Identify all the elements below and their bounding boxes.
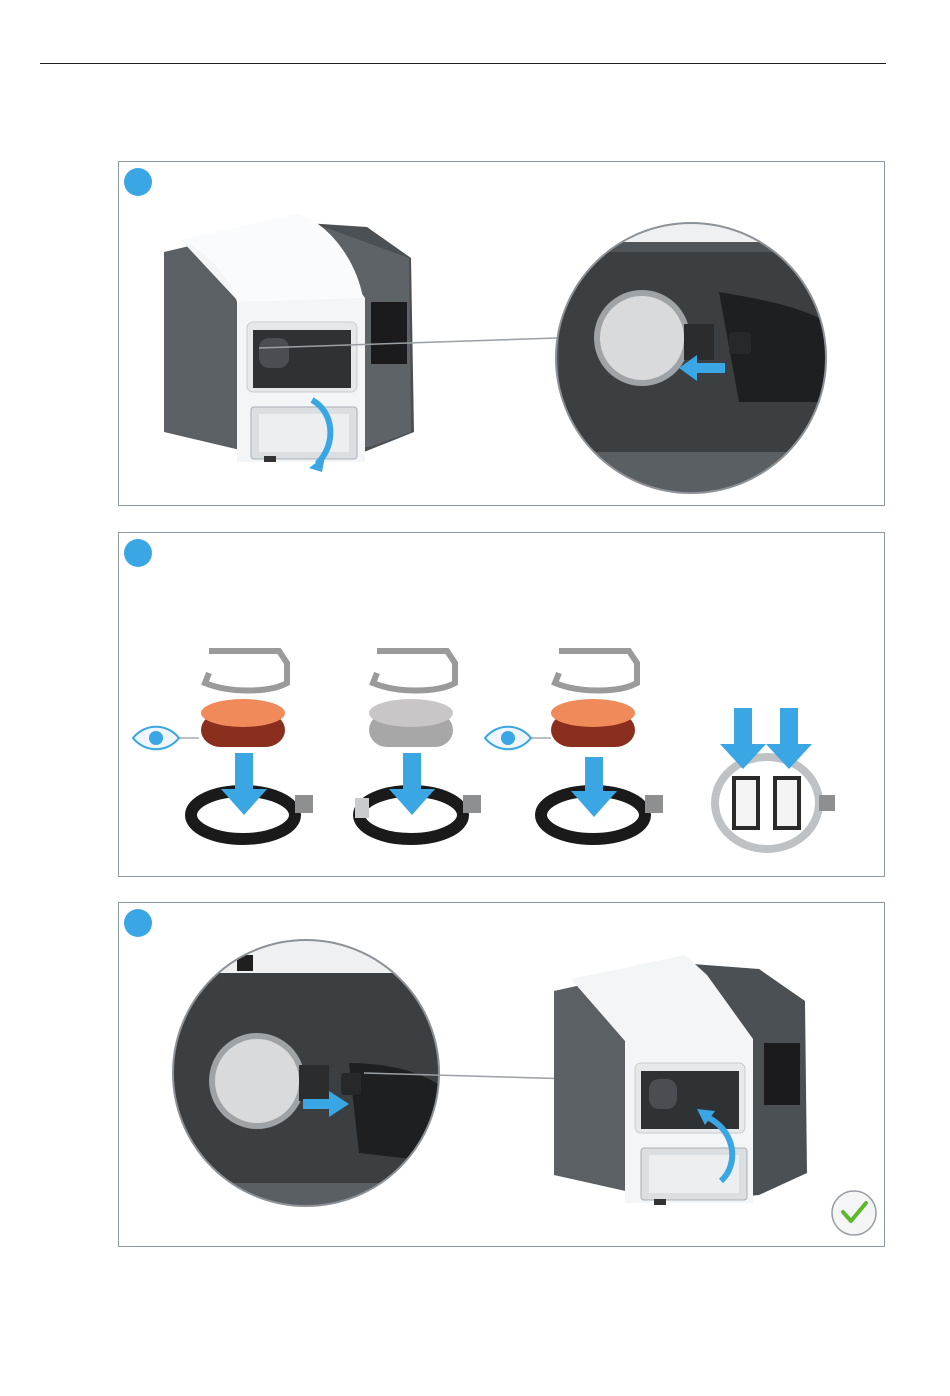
step-2-panel <box>118 532 885 877</box>
magnifier-circle <box>549 202 839 507</box>
step-badge-circle <box>124 909 152 937</box>
step-badge-circle <box>124 168 152 196</box>
step-3-illustration <box>119 903 886 1248</box>
step-1-illustration <box>119 162 886 507</box>
clamp-ring <box>373 651 455 691</box>
step-badge-circle <box>124 539 152 567</box>
assembly-orange-1 <box>133 651 313 839</box>
eye-icon <box>485 727 551 750</box>
blank-disc <box>369 699 453 747</box>
blank-disc <box>551 699 635 747</box>
magnifier-circle <box>159 933 449 1233</box>
step-1-panel <box>118 161 885 506</box>
header-rule <box>40 63 886 64</box>
milling-machine-image <box>164 214 414 462</box>
clamp-ring <box>205 651 287 691</box>
milling-machine-image <box>554 955 807 1205</box>
down-arrow-icon <box>221 753 267 815</box>
clamp-ring <box>555 651 637 691</box>
eye-icon <box>133 727 199 750</box>
assembly-silver <box>355 651 481 839</box>
checkmark-icon <box>832 1191 876 1235</box>
step-2-illustration <box>119 533 886 878</box>
blank-disc <box>201 699 285 747</box>
assembly-orange-2 <box>485 651 663 839</box>
step-3-panel <box>118 902 885 1247</box>
down-arrow-icon <box>389 753 435 815</box>
assembly-blocks <box>715 708 835 849</box>
